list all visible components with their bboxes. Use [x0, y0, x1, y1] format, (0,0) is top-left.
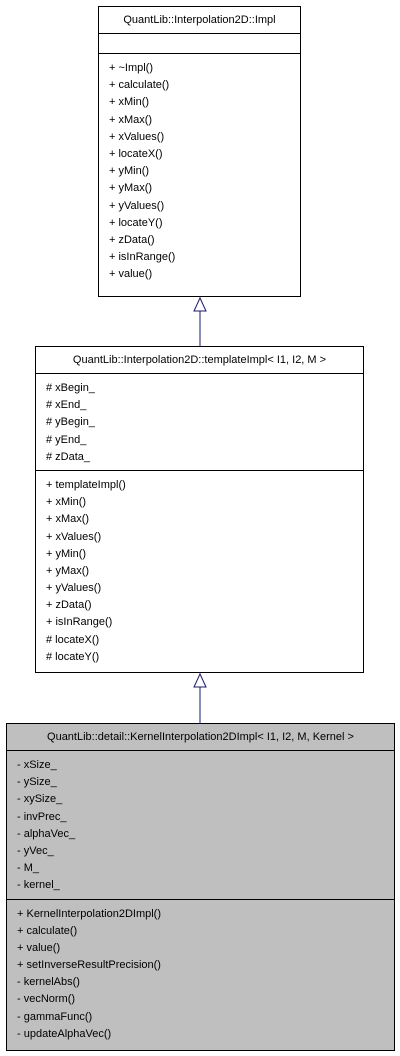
method-row: + yMin()	[109, 165, 150, 178]
attribute-row: - kernel_	[17, 879, 60, 892]
method-row: + isInRange()	[46, 616, 113, 629]
method-row: + xMax()	[46, 513, 90, 526]
method-row: + locateX()	[109, 147, 163, 160]
method-row: + calculate()	[109, 79, 170, 92]
inheritance-arrowhead-template	[193, 672, 207, 688]
method-row: + KernelInterpolation2DImpl()	[17, 907, 161, 920]
method-row: + xMin()	[109, 96, 150, 109]
method-row: # locateY()	[46, 650, 100, 663]
method-row: + xMax()	[109, 113, 153, 126]
class-title-template-impl: QuantLib::Interpolation2D::templateImpl<…	[36, 347, 363, 374]
methods-section-impl: + ~Impl() + calculate() + xMin() + xMax(…	[99, 54, 300, 287]
attribute-row: # xBegin_	[46, 382, 95, 394]
method-row: + yMax()	[109, 182, 153, 195]
method-row: # locateX()	[46, 633, 100, 646]
method-row: + templateImpl()	[46, 478, 126, 491]
method-row: + zData()	[46, 599, 92, 612]
attributes-section-kernel-impl: - xSize_ - ySize_ - xySize_ - invPrec_ -…	[7, 751, 394, 900]
attribute-row: # xEnd_	[46, 399, 87, 412]
method-row: - updateAlphaVec()	[17, 1027, 112, 1040]
method-row: + xValues()	[46, 530, 102, 543]
method-row: + isInRange()	[109, 251, 176, 264]
method-row: + yMax()	[46, 564, 90, 577]
attributes-section-template-impl: # xBegin_ # xEnd_ # yBegin_ # yEnd_ # zD…	[36, 374, 363, 471]
methods-section-kernel-impl: + KernelInterpolation2DImpl() + calculat…	[7, 900, 394, 1048]
attribute-row: - ySize_	[17, 776, 57, 789]
method-row: + zData()	[109, 233, 155, 246]
method-row: - vecNorm()	[17, 993, 76, 1006]
class-box-template-impl[interactable]: QuantLib::Interpolation2D::templateImpl<…	[35, 346, 364, 673]
method-row: + xValues()	[109, 130, 165, 143]
attributes-section-impl	[99, 34, 300, 54]
method-row: + xMin()	[46, 496, 87, 509]
methods-section-template-impl: + templateImpl() + xMin() + xMax() + xVa…	[36, 471, 363, 670]
method-row: + yMin()	[46, 547, 87, 560]
attribute-row: - M_	[17, 862, 39, 875]
method-row: + value()	[17, 941, 61, 954]
method-row: + setInverseResultPrecision()	[17, 959, 161, 972]
attribute-row: - yVec_	[17, 844, 54, 857]
attribute-row: # yEnd_	[46, 433, 87, 446]
class-box-impl[interactable]: QuantLib::Interpolation2D::Impl + ~Impl(…	[98, 6, 301, 297]
method-row: - kernelAbs()	[17, 976, 80, 989]
attribute-row: - xSize_	[17, 759, 57, 771]
attribute-row: - alphaVec_	[17, 827, 76, 840]
method-row: + value()	[109, 268, 153, 281]
attribute-row: - invPrec_	[17, 810, 67, 823]
class-box-kernel-impl[interactable]: QuantLib::detail::KernelInterpolation2DI…	[6, 723, 395, 1051]
class-title-kernel-impl: QuantLib::detail::KernelInterpolation2DI…	[7, 724, 394, 751]
attribute-row: # zData_	[46, 450, 91, 463]
attribute-row: # yBegin_	[46, 416, 95, 429]
attribute-row: - xySize_	[17, 793, 63, 806]
method-row: + ~Impl()	[109, 62, 154, 74]
method-row: + yValues()	[46, 582, 102, 595]
method-row: + locateY()	[109, 216, 163, 229]
class-title-impl: QuantLib::Interpolation2D::Impl	[99, 7, 300, 34]
method-row: + calculate()	[17, 924, 78, 937]
method-row: + yValues()	[109, 199, 165, 212]
inheritance-arrowhead-impl	[193, 296, 207, 312]
method-row: - gammaFunc()	[17, 1010, 93, 1023]
